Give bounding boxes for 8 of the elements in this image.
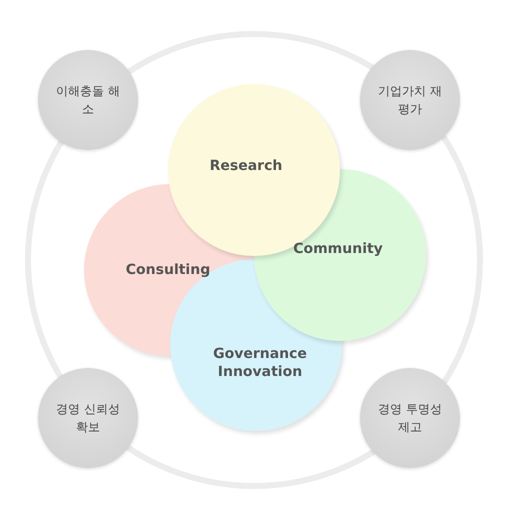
circle-label: 경영 투명성 제고 (377, 401, 443, 436)
circle-label: 기업가치 재평가 (377, 83, 443, 118)
circle-label: 경영 신뢰성 확보 (55, 401, 121, 436)
circle-label: Governance Innovation (212, 345, 308, 381)
circle-label: 이해충돌 해소 (55, 83, 121, 118)
circle-label: Research (210, 157, 282, 175)
circle-label: Consulting (126, 261, 210, 279)
circle-label: Community (293, 240, 383, 258)
